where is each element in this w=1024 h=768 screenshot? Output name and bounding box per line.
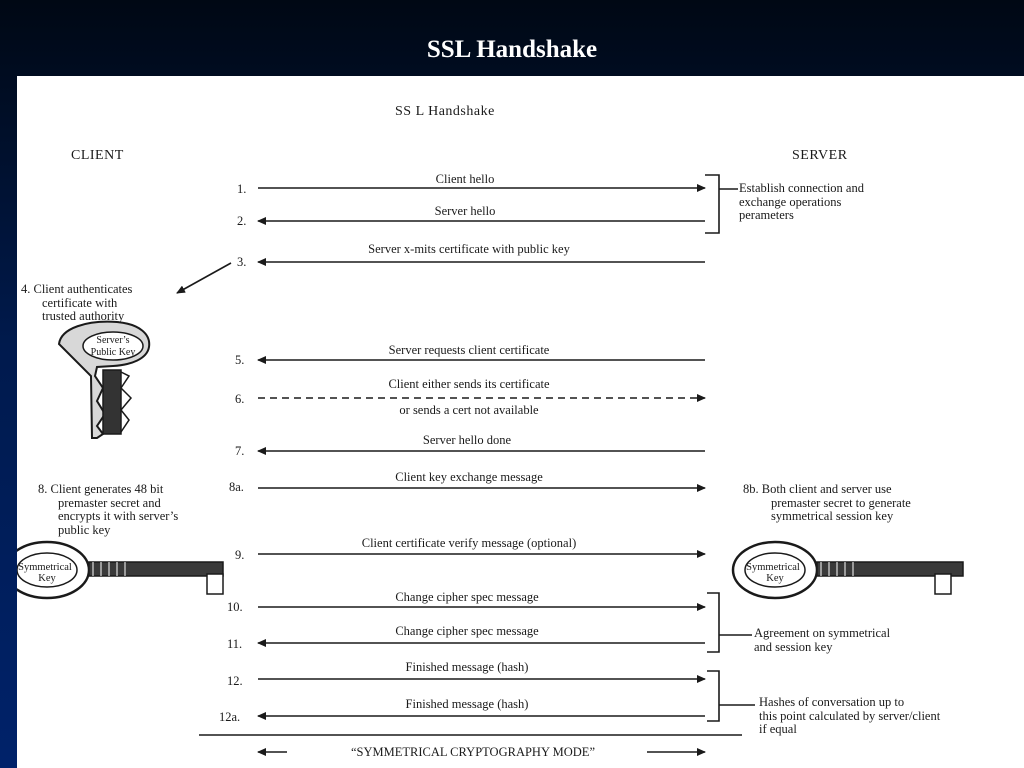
step-number: 2. [237, 214, 246, 229]
bracket-agreement [707, 593, 752, 652]
step-number: 11. [227, 637, 242, 652]
step-number: 1. [237, 182, 246, 197]
step8-note: 8. Client generates 48 bit premaster sec… [38, 483, 178, 537]
message-label: Finished message (hash) [406, 660, 529, 675]
step-number: 8a. [229, 480, 244, 495]
bracket-establish [705, 175, 738, 233]
message-label: Client either sends its certificate [388, 377, 549, 392]
svg-text:Server’s: Server’s [96, 335, 129, 346]
step4-arrow [177, 263, 231, 293]
server-symmetrical-key-icon: Symmetrical Key [733, 542, 963, 598]
diagram-panel: Server’s Public Key Symmetrical Key Symm… [17, 76, 1024, 768]
step-number: 7. [235, 444, 244, 459]
message-label: Server hello done [423, 433, 511, 448]
message-label: Finished message (hash) [406, 697, 529, 712]
server-heading: SERVER [792, 148, 848, 164]
svg-text:Symmetrical: Symmetrical [746, 562, 800, 573]
step-number: 9. [235, 548, 244, 563]
message-label: Change cipher spec message [395, 590, 538, 605]
step-number: 12. [227, 674, 243, 689]
svg-text:Public Key: Public Key [91, 347, 136, 358]
final-mode-label: “SYMMETRICAL CRYPTOGRAPHY MODE” [351, 745, 595, 760]
public-key-icon: Server’s Public Key [59, 322, 149, 438]
agreement-note: Agreement on symmetrical and session key [754, 627, 890, 654]
step-number: 12a. [219, 710, 240, 725]
message-label: Client key exchange message [395, 470, 543, 485]
message-label: Client hello [436, 172, 495, 187]
message-label-2: or sends a cert not available [399, 403, 538, 418]
step8b-note: 8b. Both client and server use premaster… [743, 483, 911, 524]
client-symmetrical-key-icon: Symmetrical Key [17, 542, 223, 598]
diagram-title: SS L Handshake [395, 104, 495, 120]
establish-note: Establish connection and exchange operat… [739, 182, 864, 223]
step4-note: 4. Client authenticates certificate with… [21, 283, 132, 324]
message-label: Server requests client certificate [389, 343, 550, 358]
svg-text:Key: Key [766, 573, 784, 584]
svg-text:Key: Key [38, 573, 56, 584]
bracket-hashes [707, 671, 755, 721]
svg-text:Symmetrical: Symmetrical [18, 562, 72, 573]
client-heading: CLIENT [71, 148, 124, 164]
step-number: 3. [237, 255, 246, 270]
step-number: 6. [235, 392, 244, 407]
hashes-note: Hashes of conversation up to this point … [759, 696, 940, 737]
message-label: Change cipher spec message [395, 624, 538, 639]
step-number: 10. [227, 600, 243, 615]
message-label: Client certificate verify message (optio… [362, 536, 577, 551]
slide-title: SSL Handshake [0, 36, 1024, 64]
step-number: 5. [235, 353, 244, 368]
message-label: Server x-mits certificate with public ke… [368, 242, 570, 257]
message-label: Server hello [435, 204, 496, 219]
